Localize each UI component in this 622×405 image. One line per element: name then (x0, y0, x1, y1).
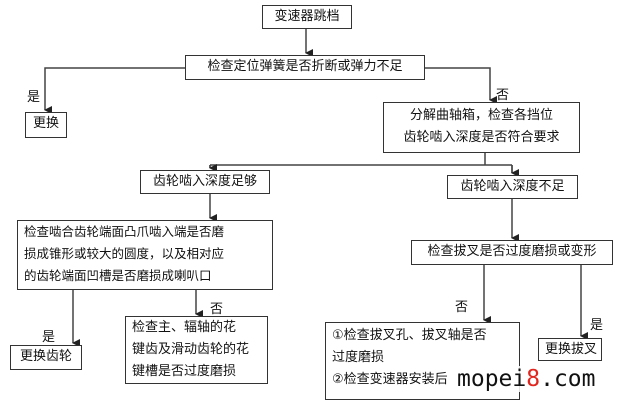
text-line: 检查啮合齿轮端面凸爪啮入端是否磨 (24, 224, 225, 239)
node-check-fork-hole: ①检查拔叉孔、拔叉轴是否 过度磨损 ②检查变速器安装后 (325, 322, 520, 400)
label-no: 否 (455, 300, 469, 315)
text-line: 检查主、辐轴的花 (132, 320, 237, 335)
node-check-spring: 检查定位弹簧是否折断或弹力不足 (185, 55, 425, 80)
node-depth-ok: 齿轮啮入深度足够 (140, 170, 270, 194)
node-replace: 更换 (25, 112, 67, 138)
arrow-split (209, 152, 513, 173)
text-line: 齿轮啮入深度是否符合要求 (403, 130, 560, 145)
watermark-text: mopei (457, 366, 527, 392)
label-no: 否 (210, 302, 224, 317)
watermark-domain: .com (540, 366, 596, 392)
text-line: 损成锥形或较大的圆度，以及相对应 (24, 246, 225, 261)
text-line: 过度磨损 (332, 350, 385, 365)
node-check-gear-face: 检查啮合齿轮端面凸爪啮入端是否磨 损成锥形或较大的圆度，以及相对应 的齿轮端面凹… (17, 220, 273, 290)
arrow-no-disassemble (425, 67, 497, 104)
text-line: 的齿轮端面凹槽是否磨损成喇叭口 (24, 268, 212, 283)
watermark: mopei8.com (455, 366, 598, 392)
arrow-yes-replace (44, 67, 185, 114)
text-line: 键槽是否过度磨损 (132, 364, 237, 379)
label-yes: 是 (590, 318, 604, 333)
text-line: ②检查变速器安装后 (332, 372, 448, 387)
watermark-digit: 8 (526, 366, 541, 392)
node-check-spline: 检查主、辐轴的花 键齿及滑动齿轮的花 键槽是否过度磨损 (125, 316, 268, 384)
node-start: 变速器跳档 (262, 5, 352, 29)
text-line: 键齿及滑动齿轮的花 (132, 342, 250, 357)
text-line: 分解曲轴箱，检查各挡位 (409, 108, 553, 123)
label-yes: 是 (27, 90, 41, 105)
label-yes: 是 (42, 330, 56, 345)
node-replace-gear: 更换齿轮 (10, 345, 82, 370)
text-line: ①检查拔叉孔、拔叉轴是否 (332, 328, 487, 343)
node-check-fork: 检查拔叉是否过度磨损或变形 (411, 240, 613, 265)
node-depth-low: 齿轮啮入深度不足 (447, 175, 578, 199)
node-replace-fork: 更换拔叉 (538, 338, 602, 361)
node-disassemble: 分解曲轴箱，检查各挡位 齿轮啮入深度是否符合要求 (383, 102, 580, 153)
label-no: 否 (496, 88, 510, 103)
